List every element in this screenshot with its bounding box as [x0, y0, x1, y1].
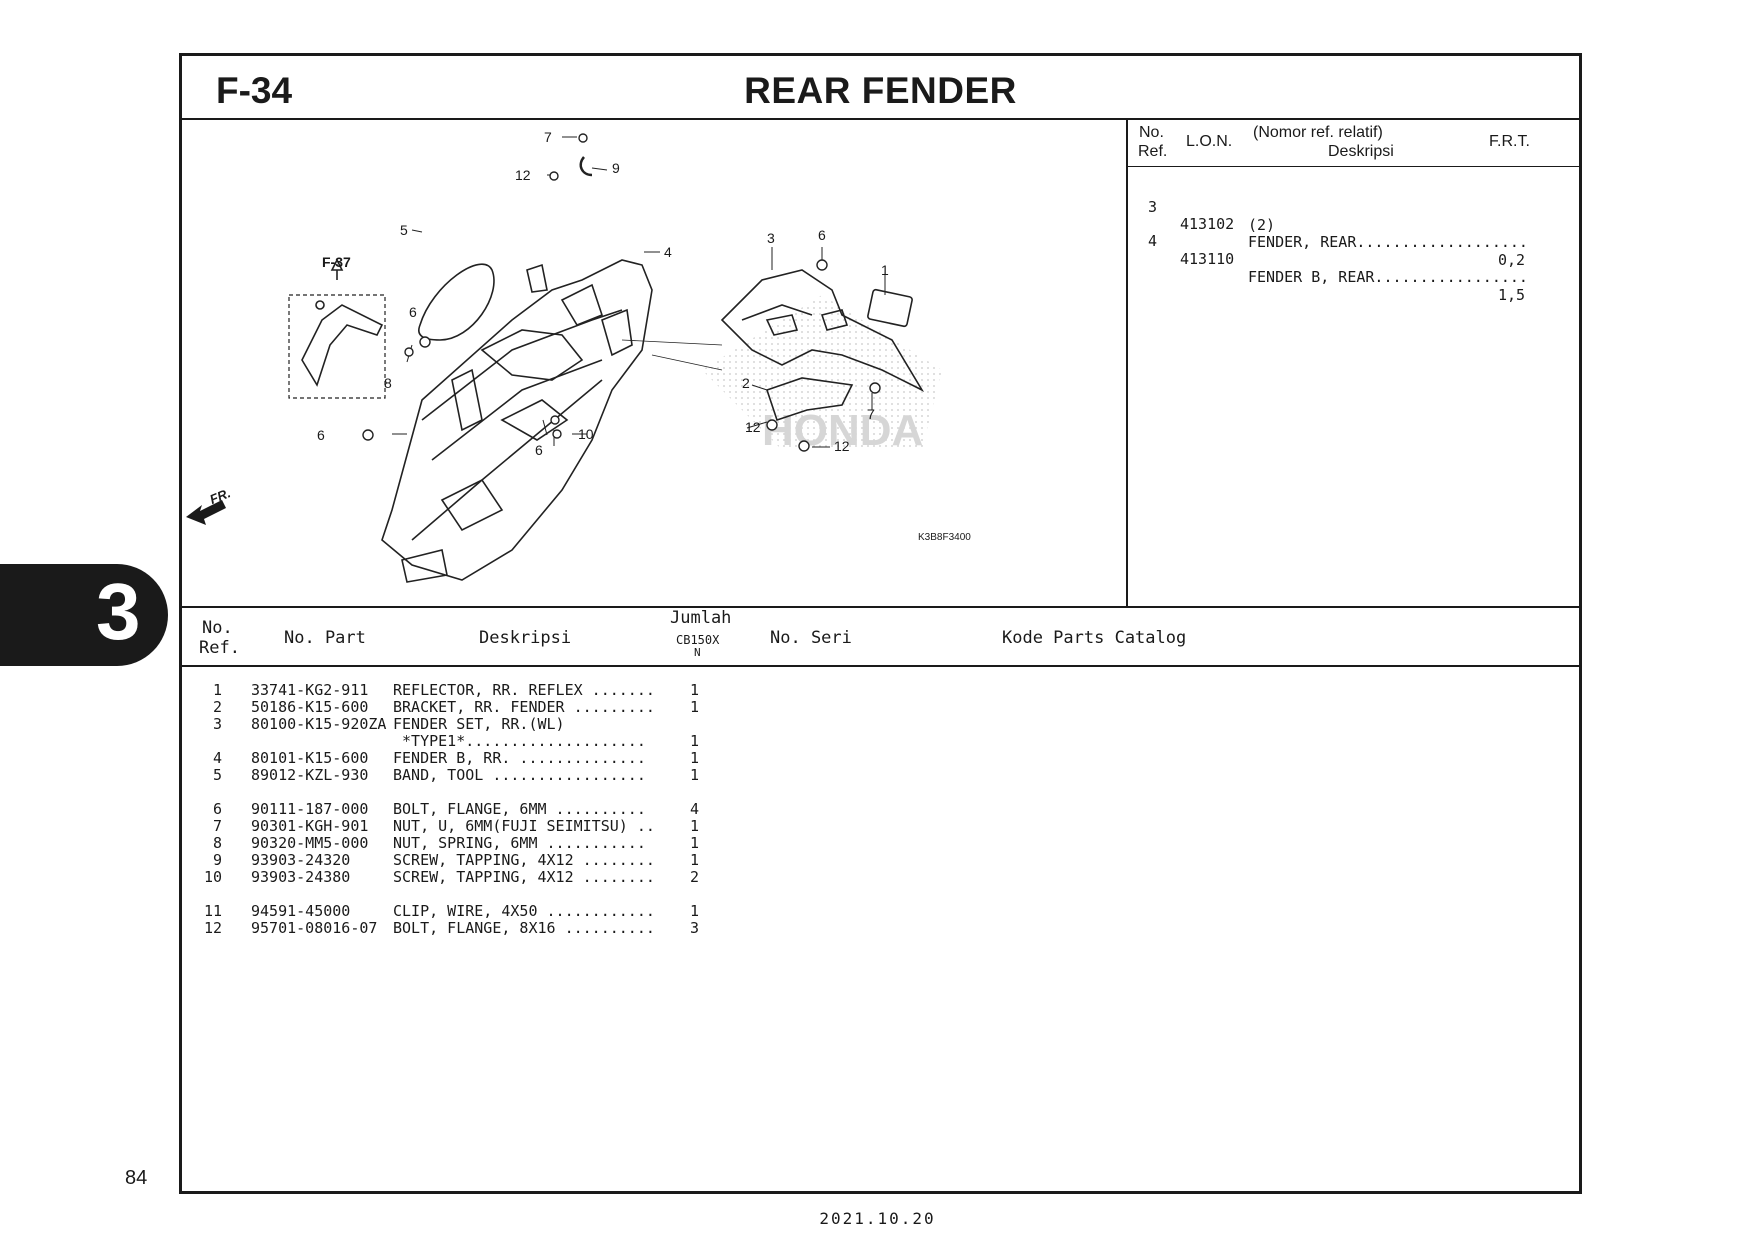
callout-12a: 12 [515, 167, 531, 183]
frt-row: 4 413110 FENDER B, REAR.................… [1148, 232, 1528, 304]
callout-12b: 12 [745, 419, 761, 435]
front-arrow-icon: FR. [186, 485, 233, 525]
parts-header-seri: No. Seri [770, 628, 852, 648]
page-number: 84 [125, 1167, 148, 1189]
callout-1: 1 [881, 262, 889, 278]
reflector-shape [867, 288, 913, 328]
callout-2: 2 [742, 375, 750, 391]
frt-row: 413102 FENDER, REAR................... 0… [1180, 215, 1528, 269]
callout-5: 5 [400, 222, 408, 238]
parts-header-model: CB150X [676, 633, 720, 647]
callout-4: 4 [664, 244, 672, 260]
callout-7: 7 [867, 406, 875, 422]
print-date: 2021.10.20 [819, 1209, 936, 1228]
section-tab: 3 [0, 564, 168, 666]
watermark-text: HONDA [762, 406, 923, 455]
callout-6a: 6 [818, 227, 826, 243]
callout-6d: 6 [535, 442, 543, 458]
diagram-ref-code: K3B8F3400 [918, 532, 971, 543]
frt-table-header: No. Ref. L.O.N. (Nomor ref. relatif) Des… [1128, 120, 1579, 166]
rear-fender-shape [720, 269, 925, 392]
callout-11: 9 [612, 160, 620, 176]
header-divider [182, 118, 1579, 120]
parts-header-no: No. [202, 618, 233, 638]
frt-row: 3 (2) [1148, 198, 1276, 234]
callout-6c: 6 [317, 427, 325, 443]
frt-header-ref: Ref. [1138, 143, 1168, 160]
front-label: FR. [208, 485, 233, 507]
diagram-svg: HONDA [186, 129, 971, 583]
parts-header-kode: Kode Parts Catalog [1002, 628, 1187, 648]
callout-12c: 12 [834, 438, 850, 454]
exploded-diagram: HONDA [182, 120, 1126, 606]
callout-9: 7 [544, 129, 552, 145]
parts-header-part: No. Part [284, 628, 366, 648]
parts-header-bottom [182, 665, 1579, 667]
tool-band-shape [418, 263, 495, 341]
frt-header-no: No. [1139, 124, 1164, 141]
catalog-frame: F-34 REAR FENDER HONDA [179, 53, 1582, 1194]
section-code: F-34 [216, 70, 293, 111]
page-title: REAR FENDER [744, 70, 1017, 111]
frt-header-divider [1128, 166, 1579, 167]
parts-header-model-sub: N [694, 646, 701, 659]
frt-header-frt: F.R.T. [1489, 133, 1530, 150]
frt-header-nomor: (Nomor ref. relatif) [1253, 124, 1383, 141]
callout-8: 8 [384, 375, 392, 391]
frt-header-deskripsi: Deskripsi [1328, 143, 1394, 160]
honda-watermark: HONDA [702, 295, 942, 455]
crossref-label: F-37 [322, 254, 351, 270]
parts-header-ref: Ref. [199, 638, 240, 658]
parts-header-top [182, 606, 1579, 608]
section-number: 3 [96, 567, 141, 656]
frt-header-lon: L.O.N. [1186, 133, 1233, 150]
parts-header-deskripsi: Deskripsi [479, 628, 572, 648]
callout-10: 10 [578, 426, 594, 442]
diagram-divider [1126, 120, 1128, 606]
callout-6b: 6 [409, 304, 417, 320]
callout-3: 3 [767, 230, 775, 246]
bracket-shape [765, 377, 854, 422]
parts-header-jumlah: Jumlah [670, 608, 732, 628]
